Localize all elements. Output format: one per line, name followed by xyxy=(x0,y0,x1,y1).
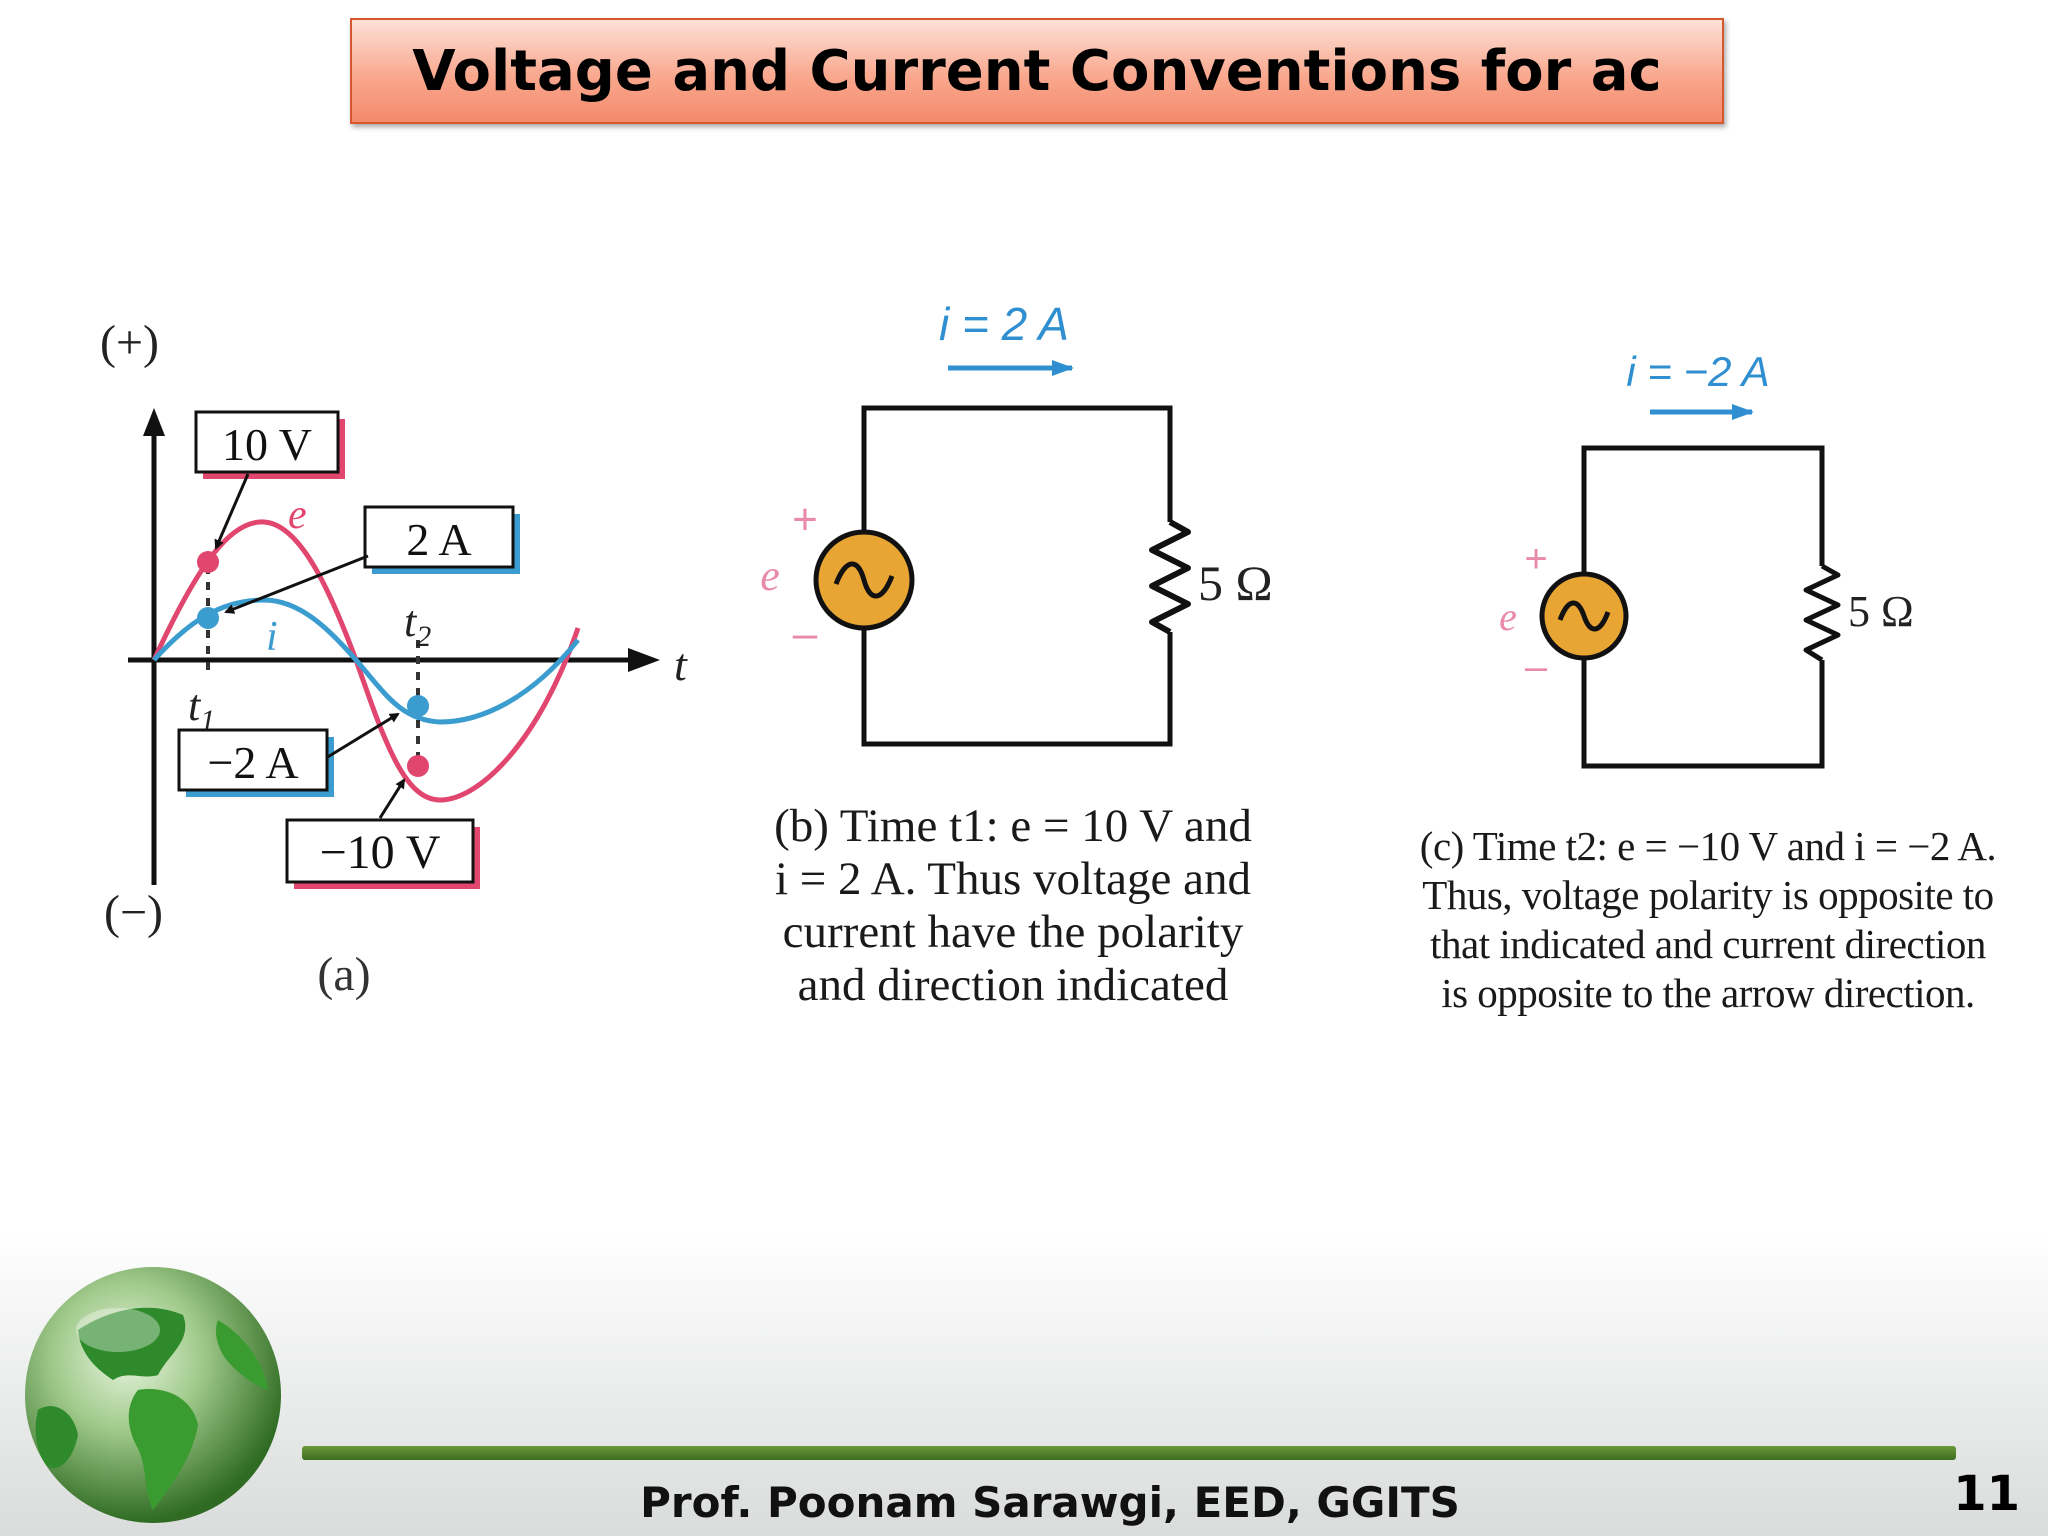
arrow-10v xyxy=(214,473,250,550)
box-neg2a: −2 A xyxy=(177,728,334,797)
box-2a: 2 A xyxy=(363,505,520,574)
figure-c: i = −2 A 5 Ω + e – xyxy=(1499,348,1914,769)
globe-logo xyxy=(25,1267,281,1523)
e-point-t2 xyxy=(407,755,429,777)
source-label-b: e xyxy=(760,551,780,600)
current-label-c: i = −2 A xyxy=(1626,348,1769,395)
figure-a-caption: (a) xyxy=(317,948,370,1001)
circuit-wire-bottom-b xyxy=(861,628,1173,747)
caption-c-line-4: is opposite to the arrow direction. xyxy=(1441,970,1975,1016)
circuit-wire-top-c xyxy=(1581,445,1825,574)
caption-c-line-1: (c) Time t2: e = −10 V and i = −2 A. xyxy=(1419,823,1997,869)
t2-label: t2 xyxy=(404,597,431,653)
sine-symbol-b xyxy=(833,561,895,599)
sine-symbol-c xyxy=(1557,600,1611,632)
resistor-b xyxy=(1149,519,1191,635)
arrow-neg10v xyxy=(378,778,406,819)
resistor-label-b: 5 Ω xyxy=(1198,555,1273,611)
caption-c-line-2: Thus, voltage polarity is opposite to xyxy=(1422,872,1994,918)
slide-title: Voltage and Current Conventions for ac xyxy=(412,38,1662,104)
circuit-wire-bottom-c xyxy=(1581,660,1825,769)
slide-title-box: Voltage and Current Conventions for ac xyxy=(350,18,1724,124)
caption-c-line-3: that indicated and current direction xyxy=(1430,921,1986,967)
resistor-c xyxy=(1803,563,1841,663)
box-neg10v: −10 V xyxy=(285,818,480,889)
svg-text:2 A: 2 A xyxy=(406,514,471,565)
page-number: 11 xyxy=(1953,1466,2020,1522)
curve-e-label: e xyxy=(288,492,307,538)
caption-b-line-3: current have the polarity xyxy=(782,906,1244,958)
plus-sign-b: + xyxy=(792,495,818,544)
curve-i-label: i xyxy=(266,614,278,660)
box-10v: 10 V xyxy=(194,410,345,479)
minus-sign-b: – xyxy=(793,609,818,658)
figure-b-caption: (b) Time t1: e = 10 V and i = 2 A. Thus … xyxy=(726,800,1300,1012)
minus-sign-c: – xyxy=(1525,645,1548,689)
e-point-t1 xyxy=(197,551,219,573)
caption-b-line-2: i = 2 A. Thus voltage and xyxy=(774,853,1251,905)
arrow-neg2a xyxy=(325,712,400,760)
source-label-c: e xyxy=(1499,594,1517,639)
minus-axis-label: (−) xyxy=(104,886,163,939)
circuit-wire-top-b xyxy=(861,405,1173,532)
svg-text:−10 V: −10 V xyxy=(320,826,441,879)
figure-c-caption: (c) Time t2: e = −10 V and i = −2 A. Thu… xyxy=(1368,822,2048,1018)
i-point-t2 xyxy=(407,695,429,717)
figure-canvas: (+) (−) t e i t1 t2 10 V xyxy=(100,298,1914,1001)
time-axis-label: t xyxy=(674,639,688,690)
footer-author: Prof. Poonam Sarawgi, EED, GGITS xyxy=(640,1478,1460,1527)
figure-a: (+) (−) t e i t1 t2 10 V xyxy=(100,316,688,1001)
plus-sign-c: + xyxy=(1524,537,1547,581)
resistor-label-c: 5 Ω xyxy=(1848,587,1914,636)
svg-text:−2 A: −2 A xyxy=(207,737,298,788)
arrow-2a xyxy=(224,554,369,614)
caption-b-line-1: (b) Time t1: e = 10 V and xyxy=(774,800,1252,852)
time-axis-arrowhead xyxy=(628,648,660,672)
caption-b-line-4: and direction indicated xyxy=(797,959,1229,1011)
plus-axis-label: (+) xyxy=(100,316,159,369)
svg-text:10 V: 10 V xyxy=(222,419,312,470)
figure-b: i = 2 A 5 Ω + e – xyxy=(760,298,1273,747)
current-label-b: i = 2 A xyxy=(939,298,1069,350)
i-point-t1 xyxy=(197,607,219,629)
footer-divider xyxy=(302,1446,1956,1460)
vertical-axis-arrowhead xyxy=(143,408,165,436)
